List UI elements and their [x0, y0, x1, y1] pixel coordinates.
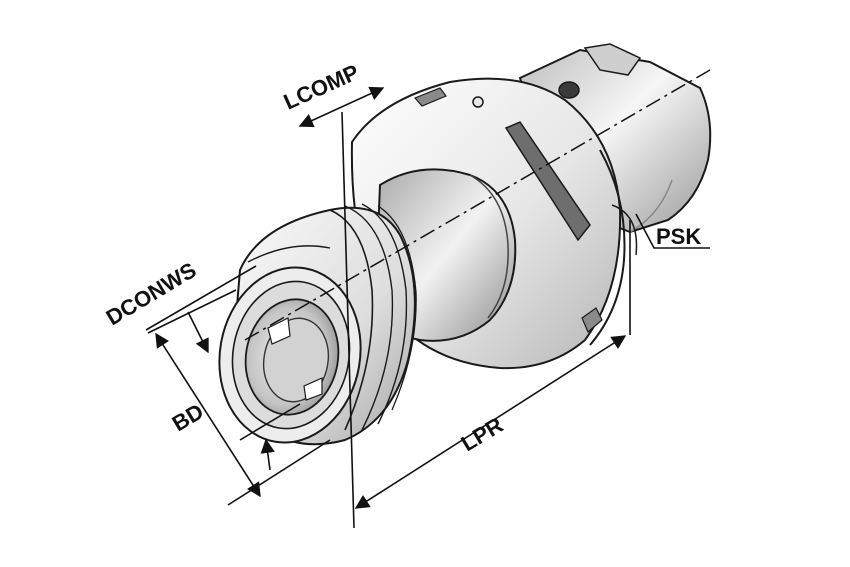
dconws-label: DCONWS [102, 257, 201, 330]
center-axis [244, 69, 711, 341]
lcomp-arrow [298, 86, 385, 128]
psk-label: PSK [656, 224, 701, 249]
lpr-arrow [354, 335, 627, 509]
orientation-notch [504, 121, 591, 242]
coolant-dot [472, 96, 484, 108]
clamping-nut [218, 203, 417, 446]
lcomp-label: LCOMP [280, 59, 363, 114]
psk-leader [635, 213, 710, 249]
drive-slot-hole [558, 81, 580, 99]
bd-arrow [155, 332, 261, 498]
dimension-lines [145, 86, 710, 529]
lpr-label: LPR [457, 412, 508, 456]
